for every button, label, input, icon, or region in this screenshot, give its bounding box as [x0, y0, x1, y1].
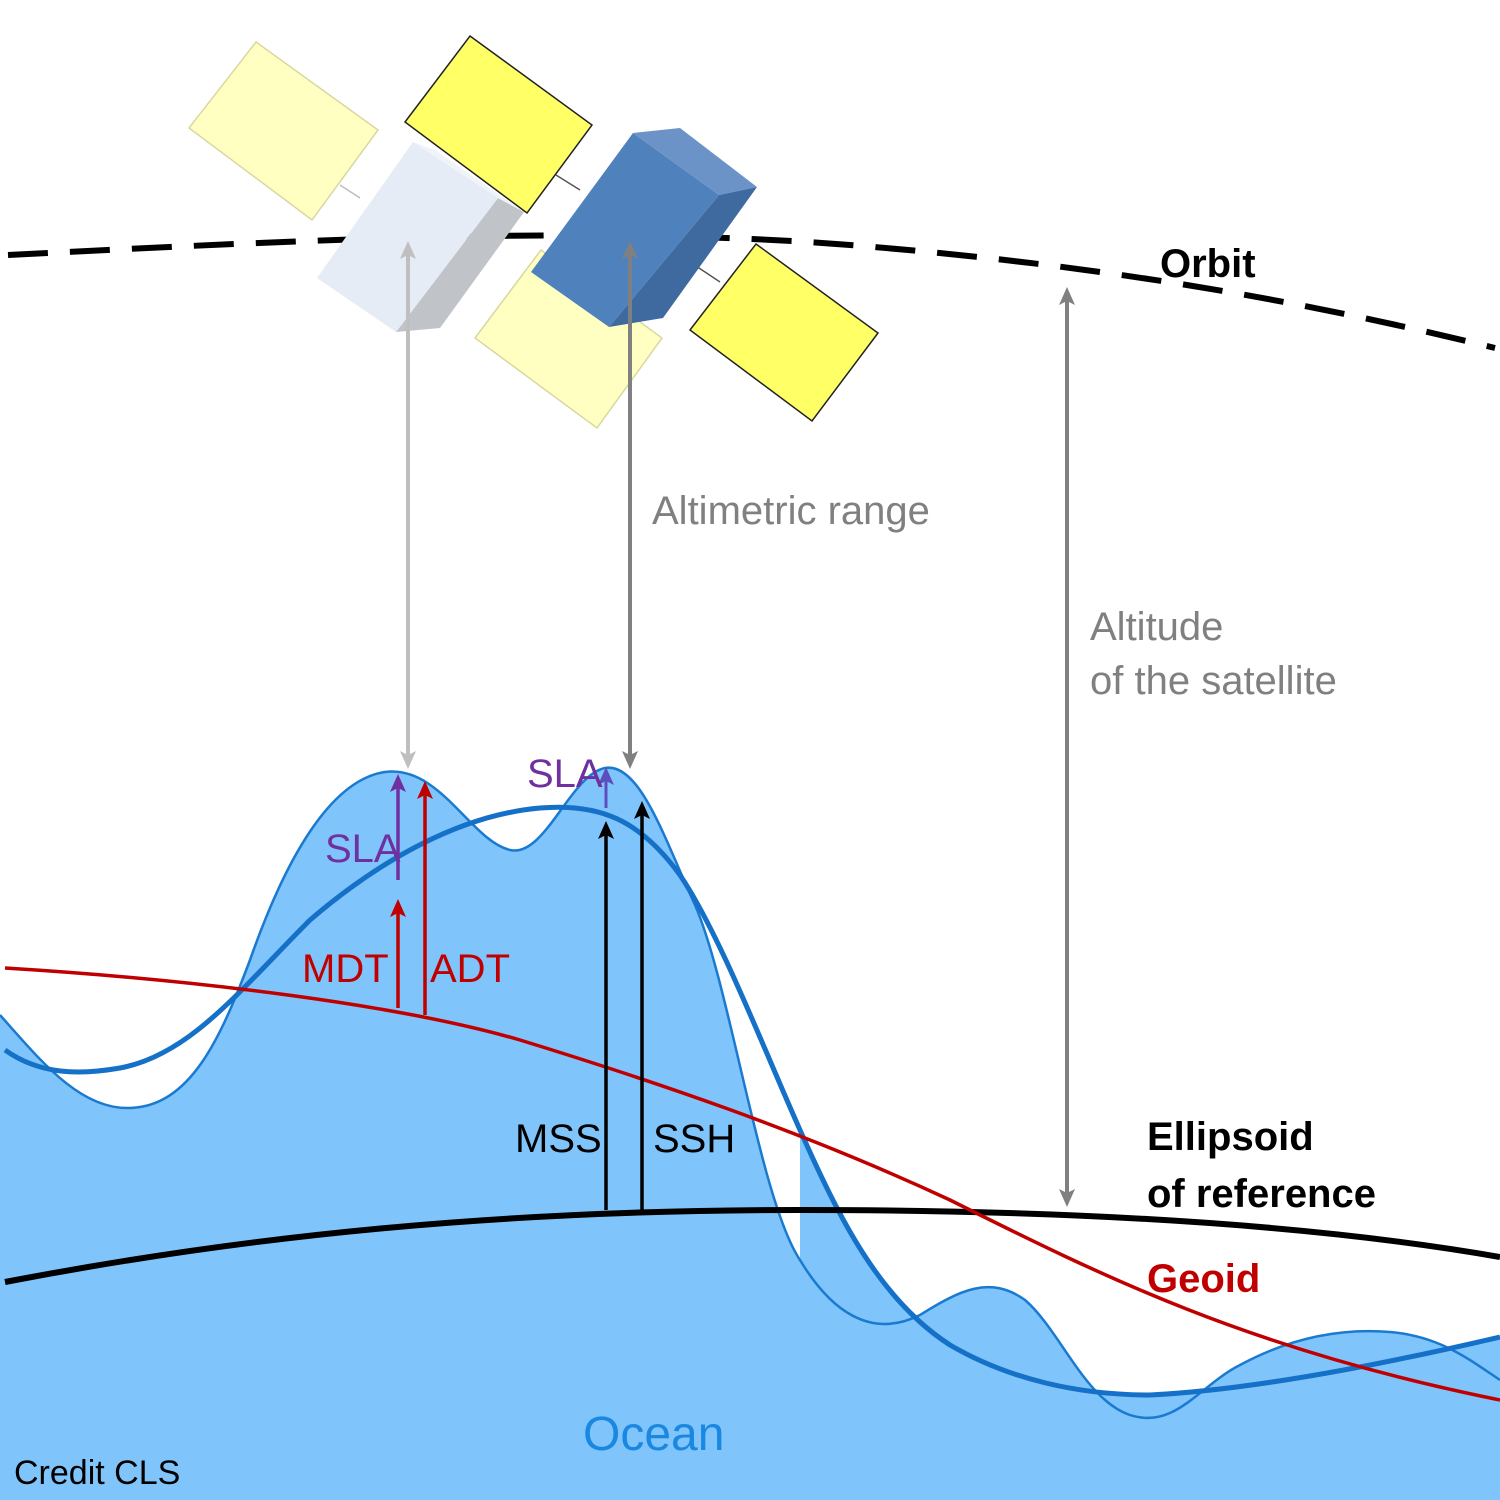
ocean-body [0, 767, 1500, 1500]
mdt-label: MDT [302, 947, 389, 991]
satellite-top-face [633, 128, 757, 195]
satellite-ghost [187, 40, 664, 430]
altitude-label-line1: Altitude [1090, 605, 1223, 649]
satellite-ghost-body [317, 142, 498, 332]
sla-left-label: SLA [325, 827, 401, 871]
solar-panel-lower [688, 242, 880, 423]
satellite-ghost-top [413, 142, 524, 212]
ocean-label: Ocean [583, 1408, 724, 1461]
credit-label: Credit CLS [14, 1454, 180, 1492]
satellite-body [531, 133, 719, 327]
satellite-side-face [609, 187, 757, 327]
ellipsoid-label-line2: of reference [1147, 1172, 1376, 1216]
orbit-line [7, 232, 1496, 351]
satellite-current [403, 34, 880, 423]
mss-label: MSS [515, 1117, 602, 1161]
ellipsoid-label-line1: Ellipsoid [1147, 1115, 1314, 1159]
sla-right-label: SLA [527, 752, 603, 796]
ssh-label: SSH [653, 1117, 735, 1161]
orbit-label: Orbit [1160, 242, 1256, 286]
adt-label: ADT [430, 947, 510, 991]
altimetric-range-label: Altimetric range [652, 489, 930, 533]
ellipsoid-line [4, 1206, 1500, 1285]
altitude-label-line2: of the satellite [1090, 659, 1337, 703]
satellite-ghost-side [396, 198, 524, 332]
solar-panel-ghost-upper [187, 40, 380, 222]
mean-sea-surface-line [3, 804, 1500, 1398]
geoid-line [4, 966, 1500, 1402]
solar-panel-upper [403, 34, 594, 215]
ocean-mean-fill [800, 1130, 1500, 1500]
geoid-label: Geoid [1147, 1257, 1260, 1301]
